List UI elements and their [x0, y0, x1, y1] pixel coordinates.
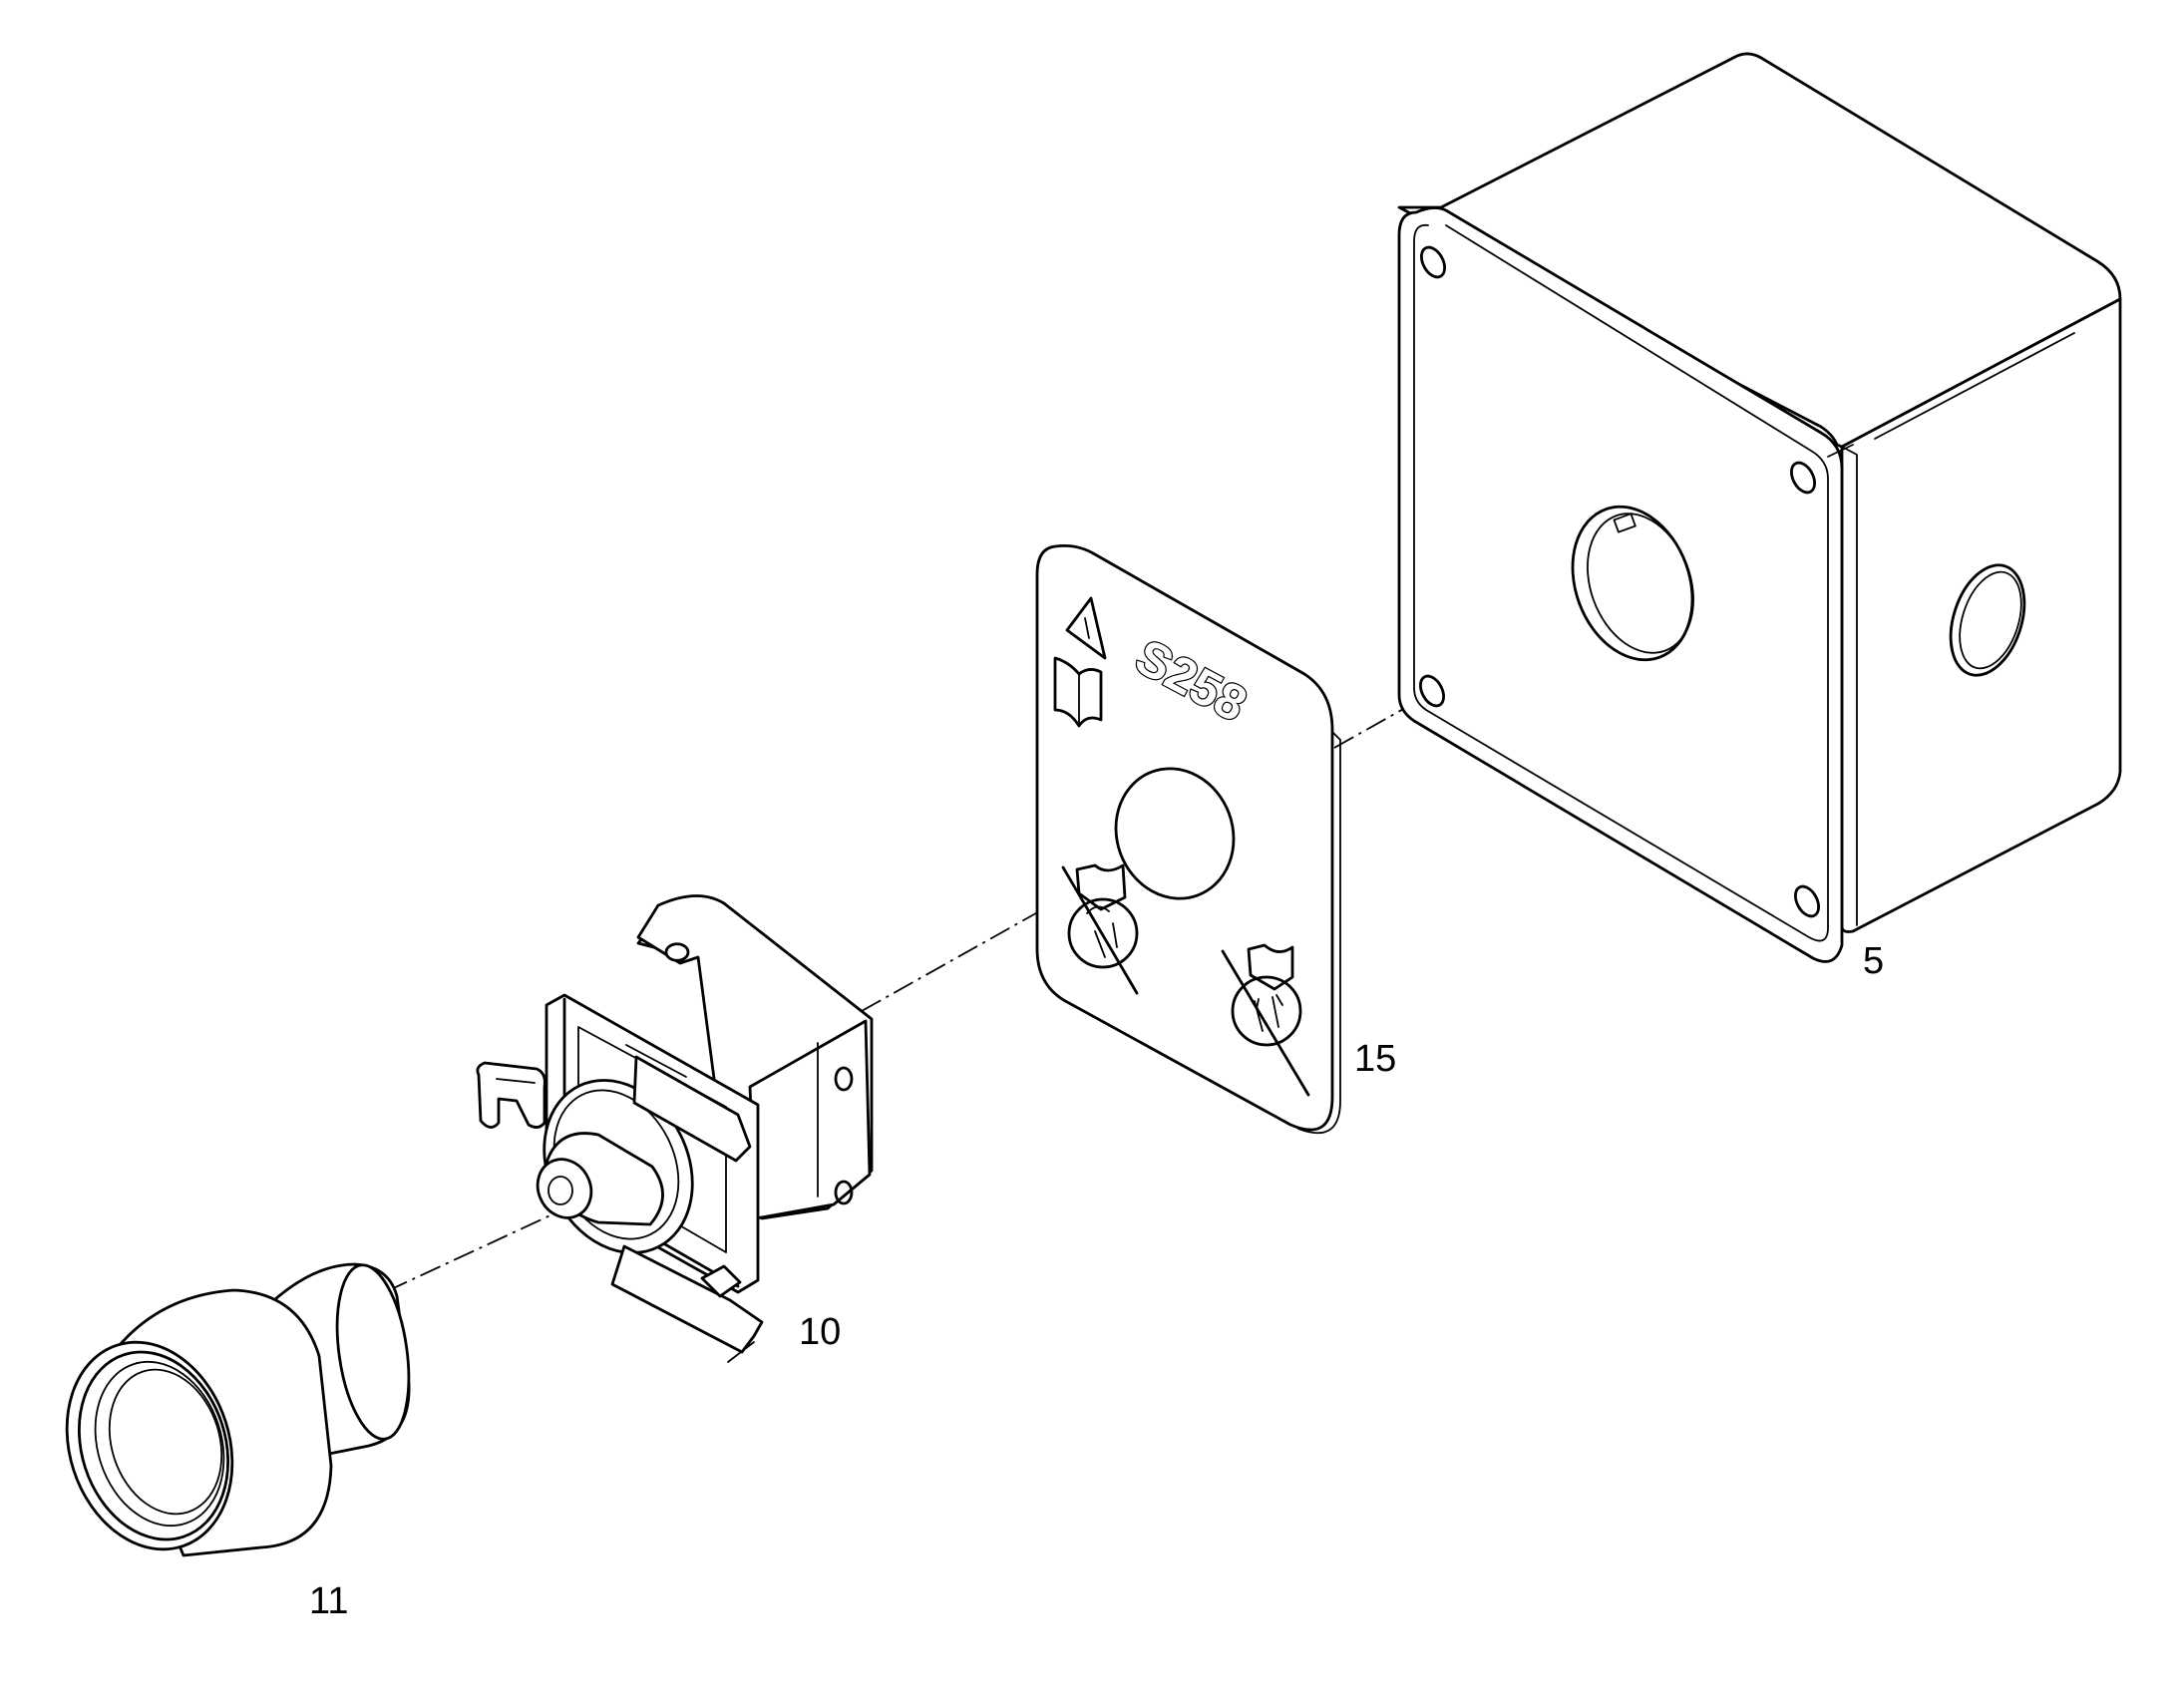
callout-legend-plate: 15	[1354, 1038, 1396, 1080]
callout-push-button: 11	[309, 1580, 348, 1622]
push-button-cap	[65, 1262, 411, 1557]
callout-contact-block: 10	[799, 1311, 841, 1353]
contact-block	[476, 894, 874, 1363]
legend-plate: S258	[1035, 543, 1341, 1135]
callout-enclosure: 5	[1863, 940, 1884, 982]
enclosure-box	[1397, 52, 2122, 963]
